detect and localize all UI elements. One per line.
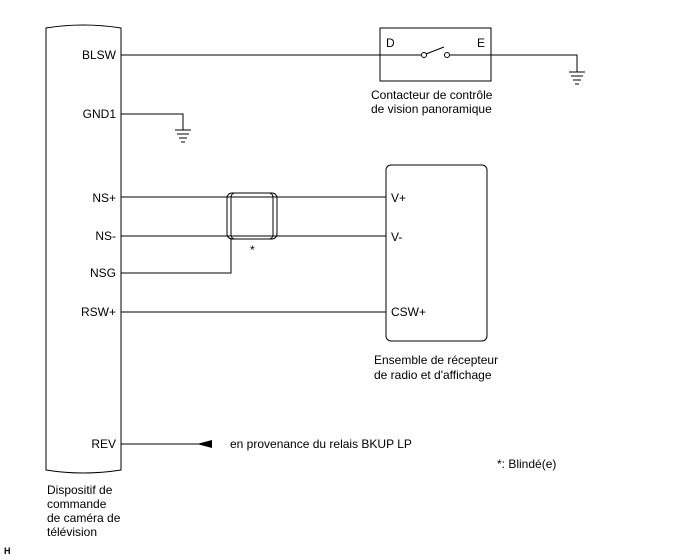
shield-marker: * [250, 243, 255, 257]
receiver-name-line-1: Ensemble de récepteur [374, 353, 498, 367]
ecu-name-line-4: télévision [47, 525, 97, 539]
receiver-pin-v-plus: V+ [391, 191, 406, 205]
wire-switch-ground [491, 54, 578, 72]
switch-blade [425, 46, 445, 55]
switch-name-line-2: de vision panoramique [371, 102, 492, 116]
receiver-box [385, 164, 488, 342]
switch-name-line-1: Contacteur de contrôle [371, 88, 493, 102]
receiver-name-line-2: de radio et d'affichage [374, 368, 492, 382]
pin-ns-plus: NS+ [92, 191, 116, 205]
wire-gnd1 [121, 113, 184, 130]
rev-arrow [197, 440, 212, 448]
ground-symbol-gnd1 [175, 129, 191, 143]
switch-terminal-d: D [386, 36, 395, 50]
wire-nsg [121, 238, 232, 274]
switch-terminal-e: E [477, 36, 485, 50]
pin-ns-minus: NS- [95, 229, 116, 243]
pin-nsg: NSG [90, 266, 116, 280]
switch-contact-right [444, 52, 450, 58]
ground-symbol-switch [569, 71, 585, 85]
ecu-name-line-1: Dispositif de [47, 483, 113, 497]
corner-mark: H [4, 546, 11, 556]
receiver-pin-csw-plus: CSW+ [391, 305, 426, 319]
ecu-body [45, 24, 122, 474]
receiver-pin-v-minus: V- [391, 230, 402, 244]
pin-gnd1: GND1 [83, 107, 117, 121]
ecu-name-line-2: commande [47, 497, 107, 511]
pin-blsw: BLSW [82, 48, 117, 62]
pin-rsw-plus: RSW+ [81, 305, 116, 319]
ecu-name-line-3: de caméra de [47, 511, 121, 525]
legend-shield: *: Blindé(e) [497, 457, 556, 471]
shield-symbol [226, 192, 278, 240]
pin-rev: REV [91, 437, 116, 451]
switch-contact-left [421, 52, 427, 58]
rev-source-label: en provenance du relais BKUP LP [230, 437, 412, 451]
